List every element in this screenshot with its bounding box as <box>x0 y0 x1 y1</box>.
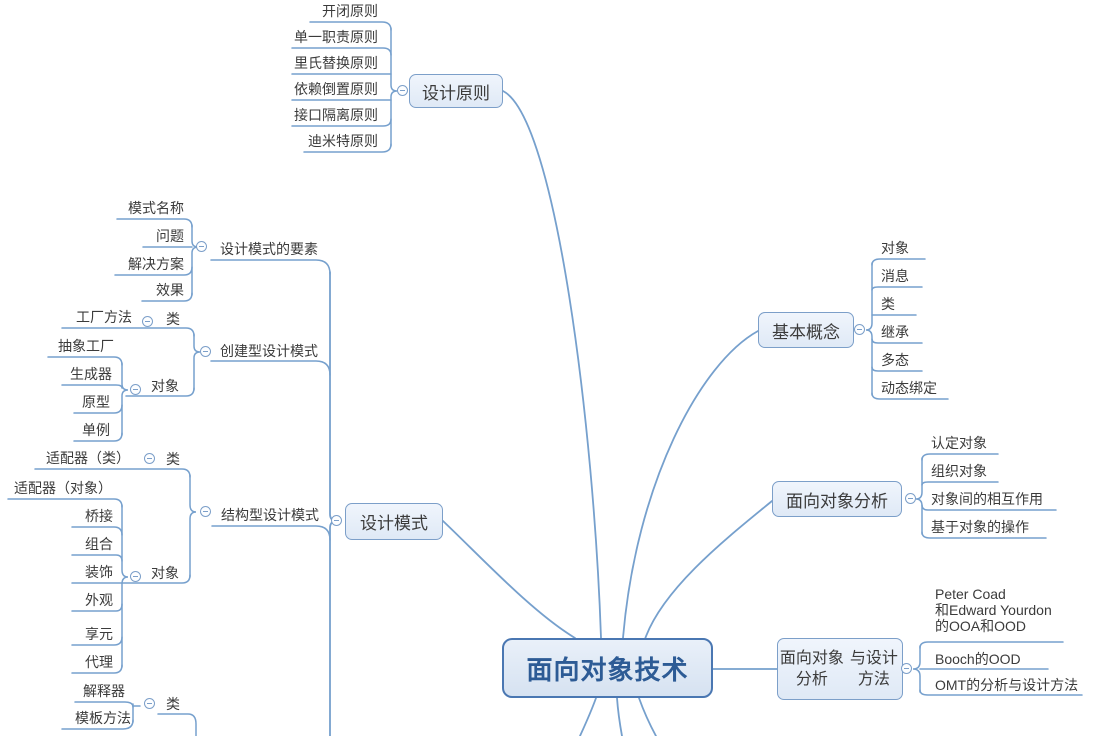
topic-creational-object[interactable]: 对象 <box>151 378 179 394</box>
topic-pattern-problem[interactable]: 问题 <box>156 228 184 244</box>
structural-connectors <box>7 468 197 674</box>
node-root-oo-technology[interactable]: 面向对象技术 <box>502 638 713 698</box>
topic-object[interactable]: 对象 <box>881 240 909 256</box>
node-ooad-methods[interactable]: 面向对象分析 与设计方法 <box>777 638 903 700</box>
minus-dash <box>203 510 208 513</box>
topic-pattern-name[interactable]: 模式名称 <box>128 200 184 216</box>
creational-connectors <box>47 327 201 442</box>
node-design-patterns[interactable]: 设计模式 <box>345 503 443 540</box>
topic-single-responsibility[interactable]: 单一职责原则 <box>294 29 378 45</box>
topic-identify-objects[interactable]: 认定对象 <box>931 435 987 451</box>
minus-dash <box>147 702 152 705</box>
topic-adapter-class[interactable]: 适配器（类） <box>46 450 130 466</box>
topic-polymorphism[interactable]: 多态 <box>881 352 909 368</box>
collapse-icon-concepts[interactable] <box>854 324 865 335</box>
minus-dash <box>908 497 913 500</box>
topic-interface-segregation[interactable]: 接口隔离原则 <box>294 107 378 123</box>
node-label: 设计原则 <box>422 83 490 103</box>
topic-pattern-solution[interactable]: 解决方案 <box>128 256 184 272</box>
collapse-icon-behavioral-class[interactable] <box>144 698 155 709</box>
topic-pattern-effect[interactable]: 效果 <box>156 282 184 298</box>
minus-dash <box>857 328 862 331</box>
topic-object-operations[interactable]: 基于对象的操作 <box>931 519 1029 535</box>
minus-dash <box>904 667 909 670</box>
topic-decorator[interactable]: 装饰 <box>85 564 113 580</box>
collapse-icon-principles[interactable] <box>397 85 408 96</box>
minus-dash <box>133 575 138 578</box>
minus-dash <box>199 245 204 248</box>
topic-bridge[interactable]: 桥接 <box>85 508 113 524</box>
topic-liskov-substitution[interactable]: 里氏替换原则 <box>294 55 378 71</box>
collapse-icon-patterns[interactable] <box>331 515 342 526</box>
topic-open-closed[interactable]: 开闭原则 <box>322 3 378 19</box>
node-label-line2: 与设计方法 <box>849 650 898 688</box>
topic-coad-yourdon[interactable]: Peter Coad 和Edward Yourdon 的OOA和OOD <box>935 586 1052 634</box>
topic-creational-class[interactable]: 类 <box>166 311 180 327</box>
collapse-icon-structural-object[interactable] <box>130 571 141 582</box>
topic-facade[interactable]: 外观 <box>85 592 113 608</box>
concepts-connectors <box>622 258 949 639</box>
minus-dash <box>334 519 339 522</box>
topic-prototype[interactable]: 原型 <box>82 394 110 410</box>
topic-template-method[interactable]: 模板方法 <box>75 710 131 726</box>
topic-flyweight[interactable]: 享元 <box>85 626 113 642</box>
topic-creational-patterns[interactable]: 创建型设计模式 <box>220 343 318 359</box>
minus-dash <box>147 457 152 460</box>
node-label: 基本概念 <box>772 322 840 342</box>
ooad-connectors <box>712 641 1083 696</box>
topic-dependency-inversion[interactable]: 依赖倒置原则 <box>294 81 378 97</box>
node-basic-concepts[interactable]: 基本概念 <box>758 312 854 348</box>
collapse-icon-structural[interactable] <box>200 506 211 517</box>
root-label: 面向对象技术 <box>526 654 689 685</box>
collapse-icon-ooa[interactable] <box>905 493 916 504</box>
topic-class[interactable]: 类 <box>881 296 895 312</box>
topic-pattern-elements[interactable]: 设计模式的要素 <box>220 241 318 257</box>
node-label: 面向对象分析 <box>786 491 888 511</box>
topic-omt-method[interactable]: OMT的分析与设计方法 <box>935 677 1079 693</box>
node-design-principles[interactable]: 设计原则 <box>409 74 503 108</box>
node-ooa[interactable]: 面向对象分析 <box>772 481 902 517</box>
collapse-icon-pattern-elements[interactable] <box>196 241 207 252</box>
minus-dash <box>203 350 208 353</box>
topic-structural-patterns[interactable]: 结构型设计模式 <box>221 507 319 523</box>
topic-adapter-object[interactable]: 适配器（对象） <box>14 480 112 496</box>
minus-dash <box>145 320 150 323</box>
topic-factory-method[interactable]: 工厂方法 <box>76 309 132 325</box>
root-bottom-connectors <box>579 697 657 736</box>
collapse-icon-creational-class[interactable] <box>142 316 153 327</box>
ooa-connectors <box>644 453 1057 640</box>
topic-singleton[interactable]: 单例 <box>82 422 110 438</box>
collapse-icon-creational[interactable] <box>200 346 211 357</box>
node-label-line1: 面向对象分析 <box>779 650 844 688</box>
topic-interpreter[interactable]: 解释器 <box>83 683 125 699</box>
topic-structural-object[interactable]: 对象 <box>151 565 179 581</box>
topic-composite[interactable]: 组合 <box>85 536 113 552</box>
topic-structural-class[interactable]: 类 <box>166 451 180 467</box>
topic-organize-objects[interactable]: 组织对象 <box>931 463 987 479</box>
topic-proxy[interactable]: 代理 <box>85 654 113 670</box>
topic-abstract-factory[interactable]: 抽象工厂 <box>58 338 114 354</box>
collapse-icon-structural-class[interactable] <box>144 453 155 464</box>
topic-behavioral-class[interactable]: 类 <box>166 696 180 712</box>
minus-dash <box>400 89 405 92</box>
topic-booch-ood[interactable]: Booch的OOD <box>935 651 1021 667</box>
topic-dynamic-binding[interactable]: 动态绑定 <box>881 380 937 396</box>
collapse-icon-ooad[interactable] <box>901 663 912 674</box>
topic-builder[interactable]: 生成器 <box>70 366 112 382</box>
topic-inheritance[interactable]: 继承 <box>881 324 909 340</box>
topic-object-interactions[interactable]: 对象间的相互作用 <box>931 491 1043 507</box>
topic-message[interactable]: 消息 <box>881 268 909 284</box>
node-label: 设计模式 <box>360 514 428 533</box>
behavioral-connectors <box>61 701 197 736</box>
minus-dash <box>133 388 138 391</box>
topic-demeter[interactable]: 迪米特原则 <box>308 133 378 149</box>
collapse-icon-creational-object[interactable] <box>130 384 141 395</box>
principles-connectors <box>291 21 602 639</box>
